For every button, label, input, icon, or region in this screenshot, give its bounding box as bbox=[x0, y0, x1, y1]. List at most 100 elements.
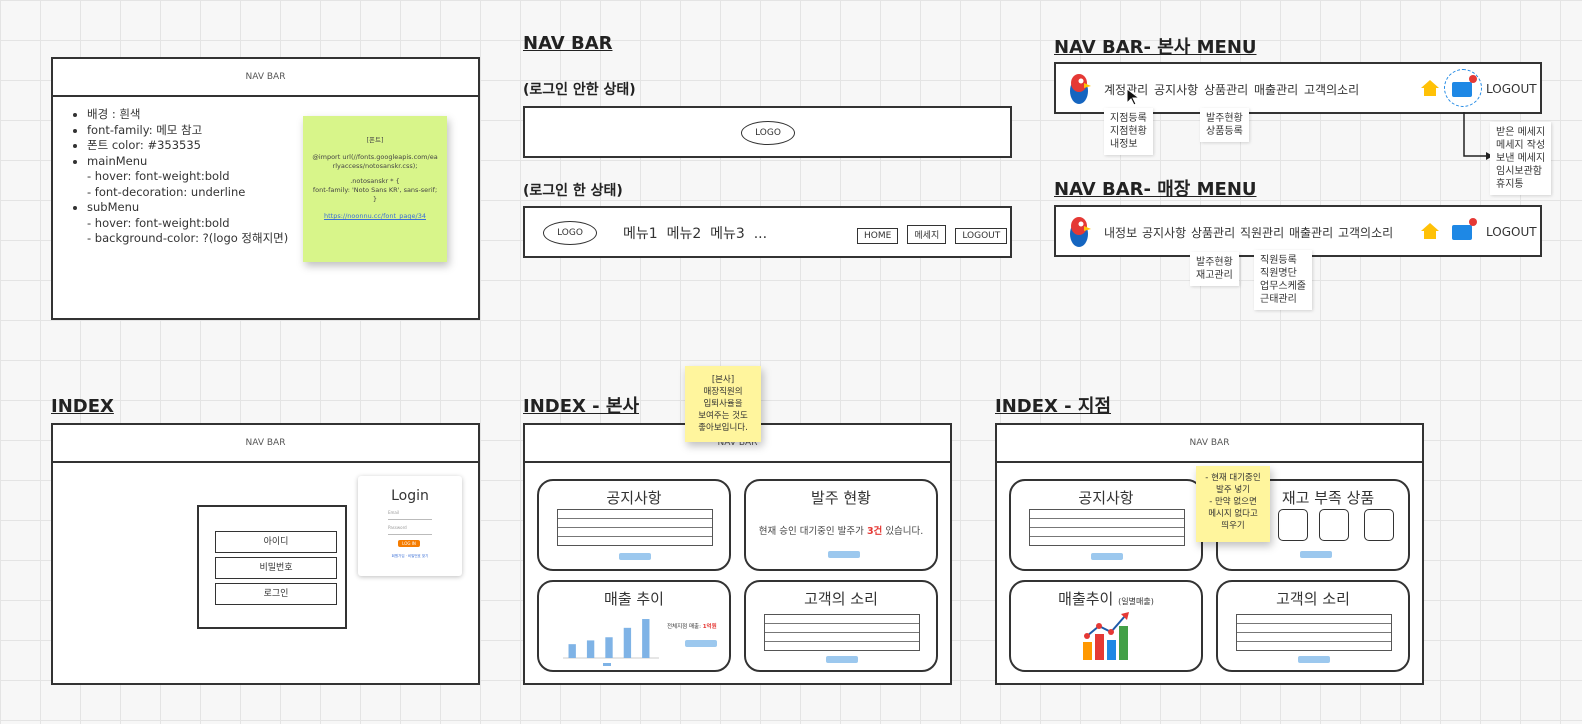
notification-dot bbox=[1469, 75, 1477, 83]
notice-table[interactable] bbox=[557, 509, 713, 546]
login-card-reference: Login Email Password LOG IN 회원가입 · 비밀번호 … bbox=[358, 476, 462, 576]
product-thumb[interactable] bbox=[1364, 509, 1394, 541]
home-icon[interactable] bbox=[1420, 78, 1440, 98]
submenu-item[interactable]: 발주현황 bbox=[1196, 257, 1233, 268]
font-note-link[interactable]: https://noonnu.cc/font_page/34 bbox=[323, 212, 426, 220]
menu-item-product[interactable]: 상품관리 bbox=[1204, 83, 1249, 97]
voice-table[interactable] bbox=[1236, 614, 1392, 651]
connector-arrow bbox=[1463, 112, 1493, 160]
login-card-email-line[interactable] bbox=[388, 516, 432, 520]
parrot-logo-icon[interactable] bbox=[1066, 69, 1092, 109]
logout-button[interactable]: LOGOUT bbox=[955, 228, 1008, 244]
font-note-css: font-family: 'Noto Sans KR', sans-serif; bbox=[312, 186, 438, 194]
submenu-item[interactable]: 재고관리 bbox=[1196, 270, 1233, 281]
product-thumb[interactable] bbox=[1278, 509, 1308, 541]
submenu-item[interactable]: 상품등록 bbox=[1206, 126, 1243, 137]
more-button[interactable] bbox=[619, 553, 651, 560]
hq-navbar: 계정관리 공지사항 상품관리 매출관리 고객의소리 LOGOUT bbox=[1054, 62, 1542, 114]
login-card-footer[interactable]: 회원가입 · 비밀번호 찾기 bbox=[391, 554, 429, 558]
card-title: 발주 현황 bbox=[811, 489, 871, 507]
logo[interactable]: LOGO bbox=[741, 121, 795, 145]
login-card-button[interactable]: LOG IN bbox=[398, 540, 420, 547]
mail-icon[interactable] bbox=[1452, 82, 1472, 97]
submenu-item[interactable]: 업무스케줄 bbox=[1260, 281, 1306, 292]
login-box: 아이디 비밀번호 로그인 bbox=[197, 505, 347, 629]
menu-item-account[interactable]: 계정관리 bbox=[1104, 83, 1149, 97]
more-button[interactable] bbox=[685, 640, 717, 647]
login-button[interactable]: 로그인 bbox=[215, 583, 337, 605]
store-menu: 내정보 공지사항 상품관리 직원관리 매출관리 고객의소리 bbox=[1104, 224, 1393, 241]
submenu-item[interactable]: 임시보관함 bbox=[1496, 166, 1542, 177]
font-note: [폰트] @import url(//fonts.googleapis.com/… bbox=[303, 116, 447, 262]
message-button[interactable]: 메세지 bbox=[907, 225, 947, 244]
voice-table[interactable] bbox=[764, 614, 920, 651]
voice-card: 고객의 소리 bbox=[1216, 580, 1410, 672]
submenu-item[interactable]: 휴지통 bbox=[1496, 179, 1524, 190]
notice-card: 공지사항 bbox=[1009, 479, 1203, 571]
password-field[interactable]: 비밀번호 bbox=[215, 557, 337, 579]
hq-menu: 계정관리 공지사항 상품관리 매출관리 고객의소리 bbox=[1104, 81, 1359, 98]
id-field[interactable]: 아이디 bbox=[215, 531, 337, 553]
navbar-logged-in: LOGO 메뉴1 메뉴2 메뉴3 ... HOME 메세지 LOGOUT bbox=[523, 206, 1012, 258]
more-button[interactable] bbox=[1300, 551, 1332, 558]
logged-out-label: (로그인 안한 상태) bbox=[523, 82, 636, 98]
section-title: INDEX - 본사 bbox=[523, 396, 640, 417]
submenu-message: 받은 메세지 메세지 작성 보낸 메세지 임시보관함 휴지통 bbox=[1490, 122, 1552, 195]
home-icon[interactable] bbox=[1420, 221, 1440, 241]
logged-in-label: (로그인 한 상태) bbox=[523, 183, 623, 199]
login-card-password-label: Password bbox=[388, 525, 407, 530]
menu-item-voice[interactable]: 고객의소리 bbox=[1337, 226, 1394, 240]
menu-item-voice[interactable]: 고객의소리 bbox=[1304, 83, 1360, 97]
submenu-staff: 직원등록 직원명단 업무스케줄 근태관리 bbox=[1254, 250, 1312, 310]
home-button[interactable]: HOME bbox=[857, 228, 899, 244]
navbar-buttons: HOME 메세지 LOGOUT bbox=[853, 223, 1008, 244]
bullet: - hover: font-weight:bold bbox=[87, 169, 230, 183]
submenu-item[interactable]: 지점등록 bbox=[1110, 113, 1147, 124]
menu-item-notice[interactable]: 공지사항 bbox=[1141, 226, 1187, 240]
logo[interactable]: LOGO bbox=[543, 221, 597, 245]
font-note-css: .notosanskr * { bbox=[350, 177, 400, 185]
menu-item-sales[interactable]: 매출관리 bbox=[1254, 83, 1299, 97]
logout-link[interactable]: LOGOUT bbox=[1486, 82, 1537, 96]
more-button[interactable] bbox=[1091, 553, 1123, 560]
index-navbar: NAV BAR bbox=[53, 425, 478, 463]
hq-sticky-note: [본사] 매장직원의 입퇴사율을 보여주는 것도 좋아보입니다. bbox=[685, 366, 761, 442]
more-button[interactable] bbox=[826, 656, 858, 663]
section-title: NAV BAR bbox=[523, 33, 613, 54]
submenu-item[interactable]: 내정보 bbox=[1110, 139, 1138, 150]
menu-item-myinfo[interactable]: 내정보 bbox=[1104, 226, 1138, 240]
mail-icon[interactable] bbox=[1452, 225, 1472, 240]
submenu-item[interactable]: 보낸 메세지 bbox=[1496, 153, 1546, 164]
submenu-item[interactable]: 메세지 작성 bbox=[1496, 140, 1546, 151]
submenu-item[interactable]: 직원명단 bbox=[1260, 268, 1297, 279]
section-title: NAV BAR- 매장 MENU bbox=[1054, 179, 1257, 200]
main-menu[interactable]: 메뉴1 메뉴2 메뉴3 ... bbox=[623, 226, 768, 242]
bullet: - font-decoration: underline bbox=[87, 184, 246, 199]
menu-item-product[interactable]: 상품관리 bbox=[1190, 226, 1236, 240]
login-card-email-label: Email bbox=[388, 510, 400, 515]
product-thumb[interactable] bbox=[1319, 509, 1349, 541]
menu-item-notice[interactable]: 공지사항 bbox=[1154, 83, 1199, 97]
cursor-icon bbox=[1126, 88, 1140, 106]
submenu-item[interactable]: 지점현황 bbox=[1110, 126, 1147, 137]
parrot-logo-icon[interactable] bbox=[1066, 212, 1092, 252]
more-button[interactable] bbox=[1298, 656, 1330, 663]
login-card-title: Login bbox=[391, 488, 429, 504]
more-button[interactable] bbox=[828, 551, 860, 558]
submenu-product: 발주현황 재고관리 bbox=[1190, 252, 1239, 286]
section-title: INDEX - 지점 bbox=[995, 396, 1112, 417]
bullet: - background-color: ?(logo 정해지면) bbox=[87, 231, 289, 245]
notice-table[interactable] bbox=[1029, 509, 1185, 546]
submenu-item[interactable]: 근태관리 bbox=[1260, 294, 1297, 305]
nav-spec-navbar: NAV BAR bbox=[53, 59, 478, 97]
bullet: - hover: font-weight:bold bbox=[87, 215, 230, 230]
login-card-password-line[interactable] bbox=[388, 531, 432, 535]
submenu-item[interactable]: 받은 메세지 bbox=[1496, 127, 1546, 138]
card-title: 공지사항 bbox=[1078, 489, 1134, 507]
index-hq-navbar: NAV BAR bbox=[525, 425, 950, 463]
submenu-item[interactable]: 발주현황 bbox=[1206, 113, 1243, 124]
menu-item-sales[interactable]: 매출관리 bbox=[1288, 226, 1334, 240]
menu-item-staff[interactable]: 직원관리 bbox=[1239, 226, 1285, 240]
logout-link[interactable]: LOGOUT bbox=[1486, 225, 1537, 239]
submenu-item[interactable]: 직원등록 bbox=[1260, 255, 1297, 266]
